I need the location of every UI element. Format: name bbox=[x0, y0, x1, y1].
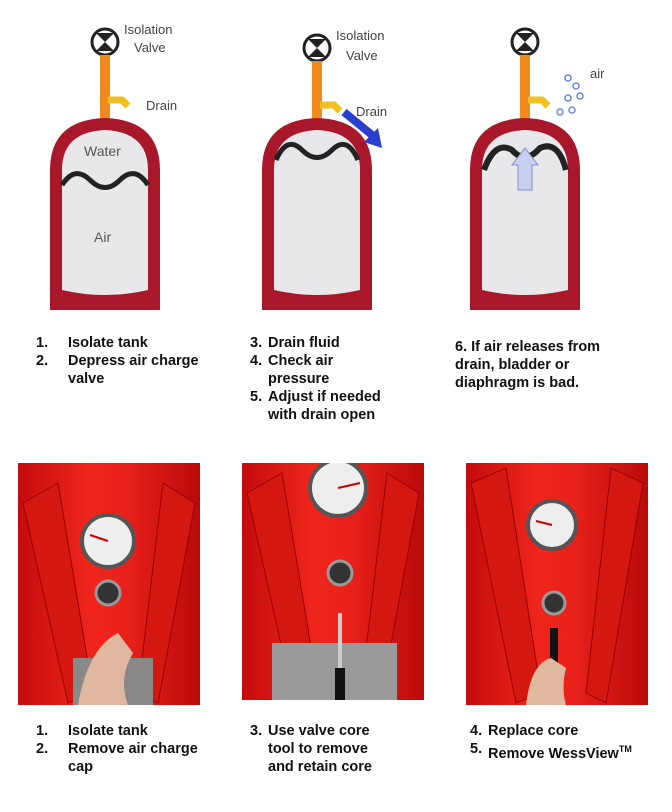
valve-label: Isolation bbox=[124, 22, 172, 37]
tank-diagram-2: Isolation Valve Drain bbox=[262, 28, 387, 310]
valve-label: Isolation bbox=[336, 28, 384, 43]
step-number: 5. bbox=[470, 741, 483, 757]
step-number: 4. bbox=[470, 723, 483, 739]
step-item: 2. Remove air charge cap bbox=[36, 740, 236, 776]
step-item: 5. Remove WessViewTM bbox=[470, 740, 650, 763]
step-text: Remove WessView bbox=[488, 745, 619, 762]
drain-arrow-head bbox=[364, 128, 382, 148]
step-item: 1. Isolate tank bbox=[36, 722, 236, 740]
bladder bbox=[273, 141, 361, 162]
step-number: 5. bbox=[250, 389, 263, 405]
step-text: Check air pressure bbox=[268, 353, 334, 387]
isolation-valve-icon bbox=[90, 27, 120, 57]
photo-illustration bbox=[22, 482, 196, 705]
tank-interior bbox=[62, 130, 148, 295]
step-number: 4. bbox=[250, 353, 263, 369]
caption-top-1: 1. Isolate tank 2. Depress air charge valv… bbox=[36, 334, 236, 388]
step-item: 4. Replace core bbox=[470, 722, 650, 740]
caption-top-3: 6. If air releases from drain, bladder o… bbox=[455, 339, 601, 391]
photo-valve-core-tool bbox=[242, 463, 424, 700]
pipe bbox=[312, 61, 322, 130]
tank-diagram-1: Isolation Valve Drain Water Air bbox=[50, 22, 177, 310]
valve-label: Valve bbox=[346, 48, 378, 63]
bladder bbox=[59, 171, 151, 190]
isolation-valve-icon bbox=[302, 33, 332, 63]
valve-core-tool bbox=[550, 628, 558, 668]
step-text: Depress air charge valve bbox=[68, 353, 199, 387]
drain-spout-icon bbox=[528, 96, 551, 109]
hand bbox=[78, 633, 133, 705]
isolation-valve-icon bbox=[510, 27, 540, 57]
sight-glass bbox=[94, 579, 122, 607]
pipe bbox=[520, 55, 530, 130]
water-label: Water bbox=[84, 143, 121, 159]
step-item: 1. Isolate tank bbox=[36, 334, 236, 352]
step-item: 3. Use valve core tool to remove and reta… bbox=[250, 722, 410, 776]
step-number: 1. bbox=[36, 723, 49, 739]
step-text: Remove air charge cap bbox=[68, 741, 198, 775]
step-item: 5. Adjust if needed with drain open bbox=[250, 388, 410, 424]
step-text: Isolate tank bbox=[68, 723, 148, 739]
air-bubbles-icon bbox=[556, 74, 584, 116]
step-item: 4. Check air pressure bbox=[250, 352, 410, 388]
tank-interior bbox=[482, 130, 568, 295]
photo-remove-cap bbox=[18, 463, 200, 705]
caption-bottom-3: 4. Replace core 5. Remove WessViewTM bbox=[470, 722, 650, 763]
hand bbox=[526, 658, 566, 705]
step-text: Replace core bbox=[488, 723, 579, 739]
air-label: Air bbox=[94, 229, 111, 245]
drain-spout-icon bbox=[320, 101, 343, 114]
photo-illustration bbox=[470, 467, 644, 705]
drain-label: Drain bbox=[356, 104, 387, 119]
valve-label: Valve bbox=[134, 40, 166, 55]
valve-core-tool bbox=[338, 613, 342, 673]
photo-replace-core bbox=[466, 463, 648, 705]
step-text: Use valve core tool to remove and retain… bbox=[268, 723, 372, 775]
step-number: 3. bbox=[250, 335, 263, 351]
step-number: 1. bbox=[36, 335, 49, 351]
tank-diagram-3: air bbox=[470, 27, 605, 310]
step-text: Isolate tank bbox=[68, 335, 148, 351]
sight-glass bbox=[326, 559, 354, 587]
step-number: 2. bbox=[36, 353, 49, 369]
step-text: Adjust if needed with drain open bbox=[268, 389, 381, 423]
air-label: air bbox=[590, 66, 605, 81]
caption-bottom-1: 1. Isolate tank 2. Remove air charge cap bbox=[36, 722, 236, 776]
pressure-gauge-icon bbox=[308, 463, 368, 518]
step-item: 3. Drain fluid bbox=[250, 334, 410, 352]
sight-glass bbox=[541, 590, 567, 616]
step-number: 2. bbox=[36, 741, 49, 757]
step-text: Drain fluid bbox=[268, 335, 340, 351]
caption-bottom-2: 3. Use valve core tool to remove and reta… bbox=[250, 722, 410, 776]
drain-label: Drain bbox=[146, 98, 177, 113]
photo-illustration bbox=[246, 463, 420, 700]
drain-arrow-icon bbox=[341, 108, 375, 139]
caption-top-2: 3. Drain fluid 4. Check air pressure 5. Adj… bbox=[250, 334, 410, 424]
tank-interior bbox=[274, 130, 360, 295]
step-item: 2. Depress air charge valve bbox=[36, 352, 236, 388]
up-arrow-icon bbox=[510, 147, 540, 191]
pipe bbox=[100, 55, 110, 130]
trademark: TM bbox=[618, 744, 632, 754]
drain-spout-icon bbox=[108, 96, 131, 109]
step-number: 3. bbox=[250, 723, 263, 739]
